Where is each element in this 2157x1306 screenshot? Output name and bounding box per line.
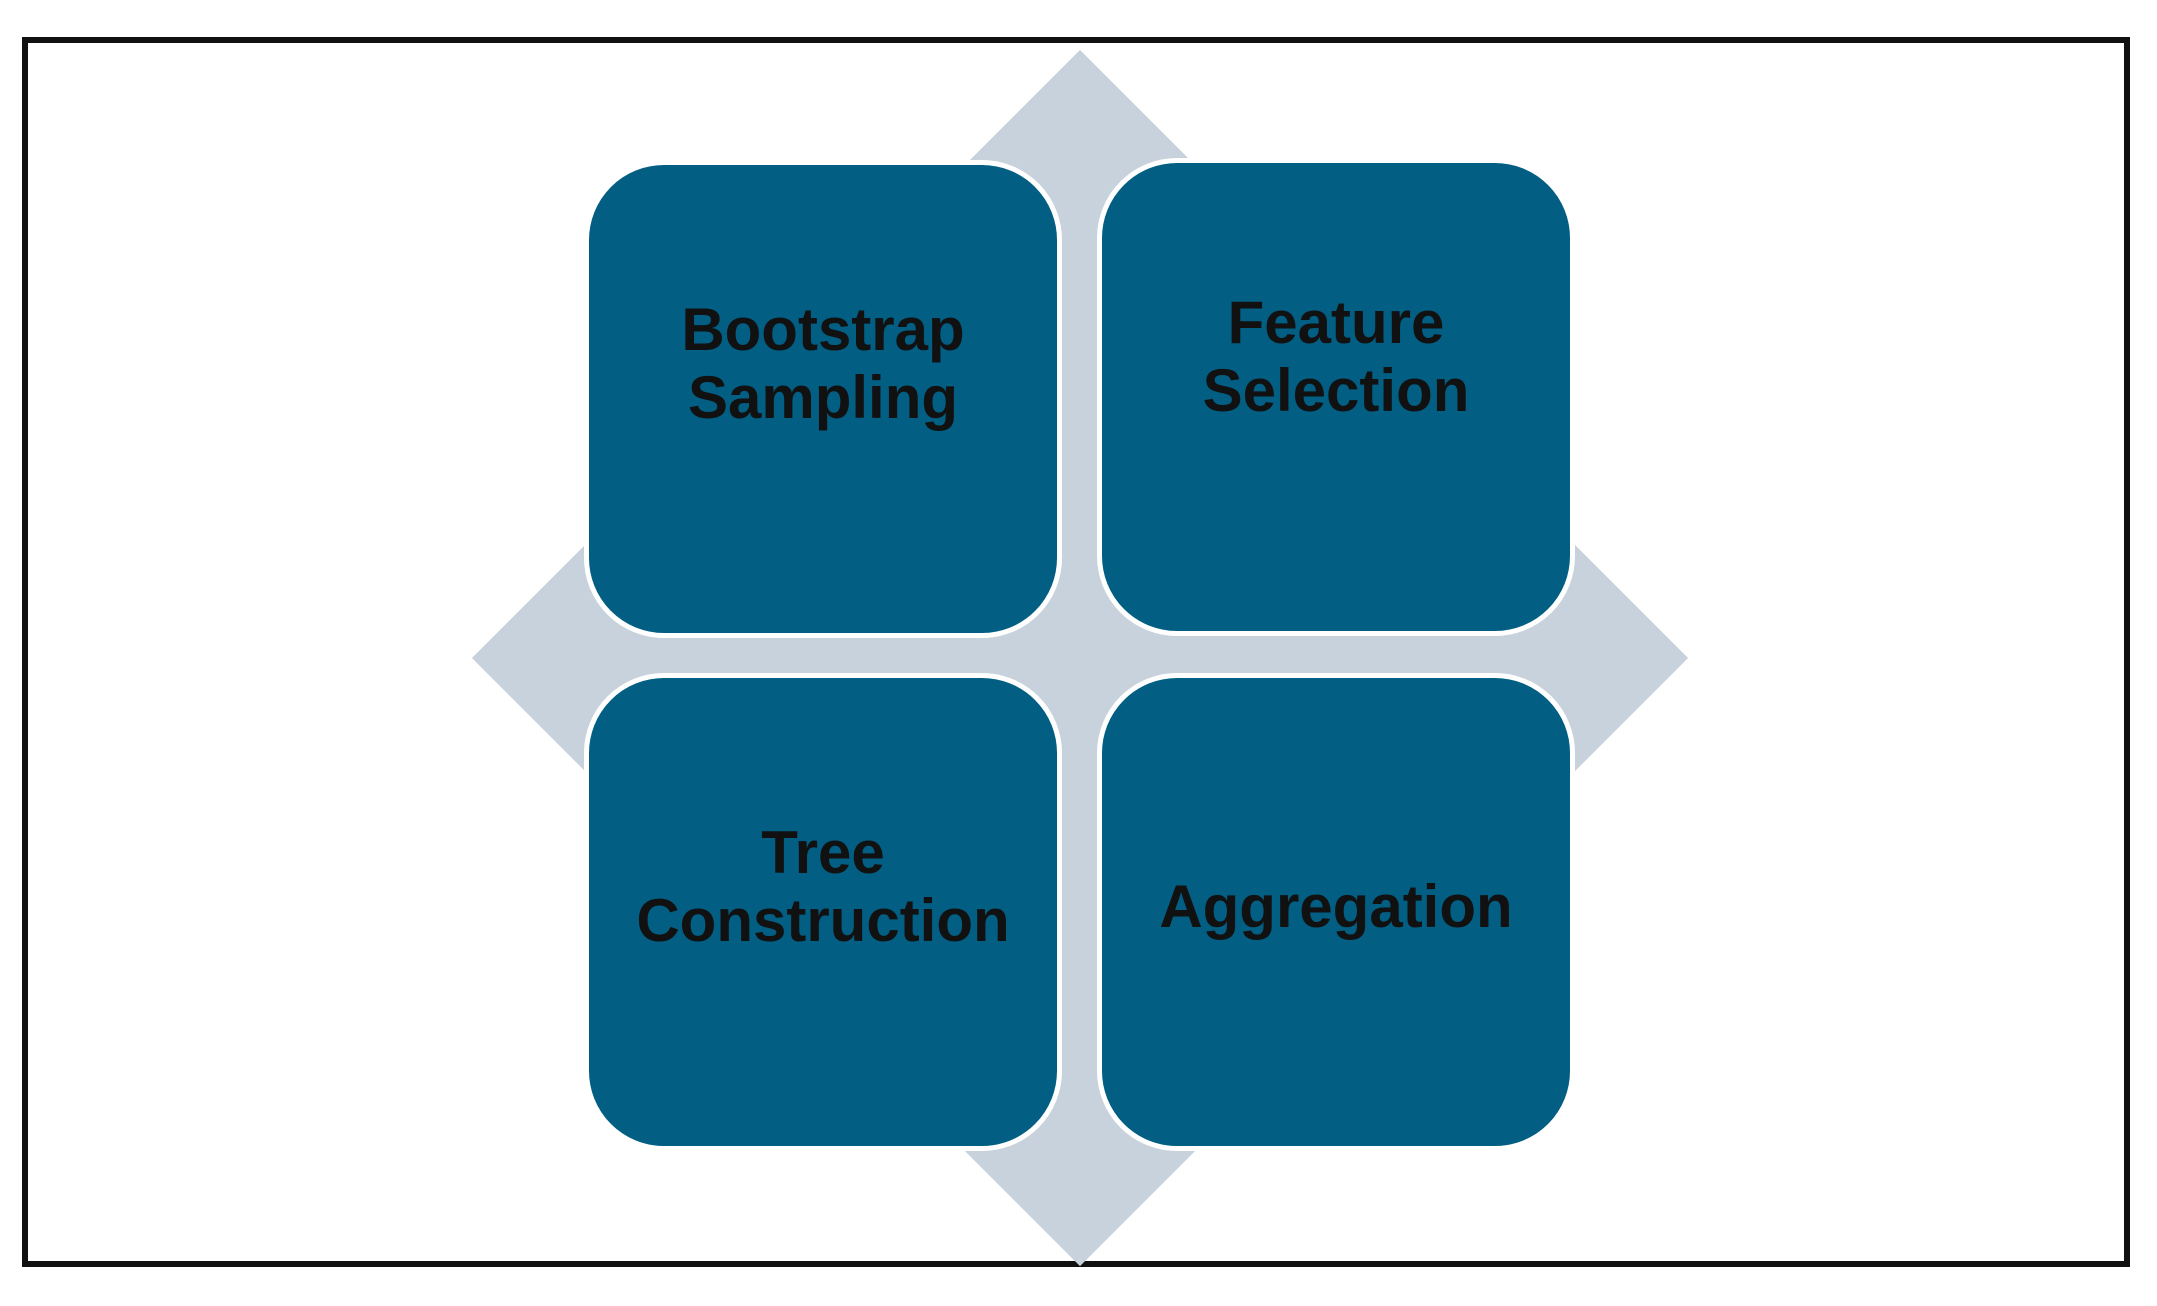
tile-label-feature-selection: Feature Selection [1202, 289, 1470, 424]
tile-label-aggregation: Aggregation [1159, 873, 1513, 940]
tile-bootstrap-sampling: Bootstrap Sampling [584, 160, 1062, 638]
tile-label-bootstrap-sampling: Bootstrap Sampling [681, 296, 965, 431]
tile-feature-selection: Feature Selection [1097, 158, 1575, 636]
tile-label-tree-construction: Tree Construction [636, 819, 1010, 954]
tile-aggregation: Aggregation [1097, 673, 1575, 1151]
tile-tree-construction: Tree Construction [584, 673, 1062, 1151]
